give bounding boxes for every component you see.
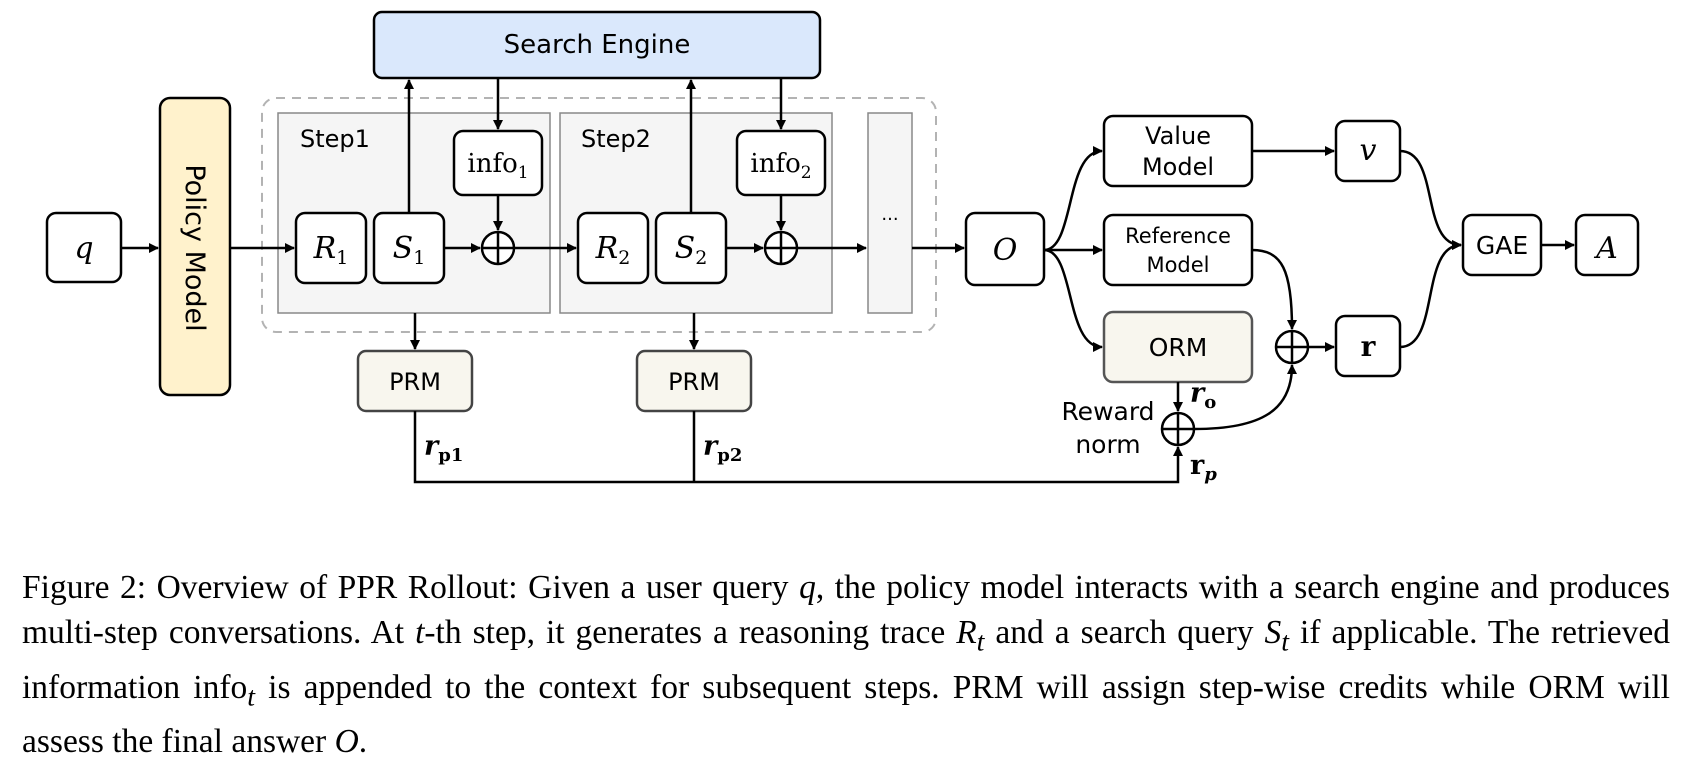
r2-label: R2 [595, 231, 631, 269]
rp-label: rp [1190, 450, 1217, 485]
value-model-label-2: Model [1142, 153, 1214, 181]
orm-label: ORM [1149, 333, 1208, 362]
reward-vector-label: r [1361, 330, 1377, 363]
s1-label: S1 [393, 231, 426, 269]
rp1-label: rp1 [424, 431, 463, 466]
advantage-box [1574, 213, 1640, 277]
r1-box [294, 211, 368, 285]
reward-norm-node [1160, 411, 1196, 447]
ro-label: ro [1190, 378, 1216, 413]
prm1-label: PRM [389, 368, 441, 396]
reference-model-label-1: Reference [1125, 224, 1231, 248]
step-ellipsis-panel [867, 112, 913, 314]
r2-box [576, 211, 650, 285]
final-answer-label: O [993, 233, 1018, 268]
concat-node-2 [763, 230, 799, 266]
reference-model-label-2: Model [1146, 253, 1209, 277]
rollout-container [261, 97, 937, 333]
s2-label: S2 [675, 231, 708, 269]
query-label: q [74, 231, 93, 266]
prm2-label: PRM [668, 368, 720, 396]
value-output-label: v [1360, 133, 1377, 168]
search-engine-label: Search Engine [504, 30, 691, 60]
reward-norm-label-1: Reward [1061, 397, 1154, 426]
rollout-diagram: Step1 Step2 ... Search Engine Policy Mod… [45, 10, 1640, 485]
connector-arrows [121, 78, 1575, 484]
rp2-label: rp2 [703, 431, 742, 466]
info1-label: info1 [467, 149, 528, 183]
reward-norm-label-2: norm [1075, 430, 1140, 459]
info2-label: info2 [750, 149, 811, 183]
ellipsis-label: ... [881, 204, 898, 225]
gae-label: GAE [1476, 231, 1528, 260]
advantage-label: A [1593, 231, 1618, 266]
search-engine-box [372, 10, 822, 80]
step2-label: Step2 [581, 125, 651, 153]
value-model-label-1: Value [1145, 122, 1211, 150]
figure-caption: Figure 2: Overview of PPR Rollout: Given… [22, 569, 1671, 761]
policy-model-label: Policy Model [179, 164, 210, 331]
concat-node-1 [480, 230, 516, 266]
reward-sum-node [1274, 329, 1310, 365]
policy-model-box [158, 96, 232, 397]
step1-label: Step1 [300, 125, 370, 153]
r1-label: R1 [313, 231, 349, 269]
